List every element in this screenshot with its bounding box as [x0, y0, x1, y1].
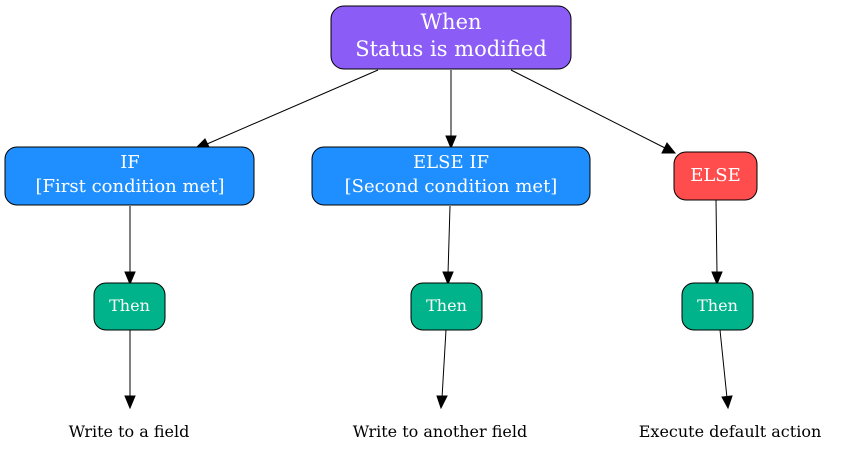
trigger-node[interactable]: When Status is modified — [330, 5, 572, 70]
if-node-box — [4, 146, 255, 206]
arrowhead-then-2-to-action-2 — [436, 395, 448, 410]
arrowhead-then-3-to-action-3 — [721, 395, 733, 410]
edge-trigger-to-if — [206, 69, 379, 145]
if-node[interactable]: IF [First condition met] — [4, 146, 255, 206]
action-2-label: Write to another field — [353, 422, 528, 441]
else-node[interactable]: ELSE — [673, 151, 758, 201]
else-node-label: ELSE — [690, 165, 741, 186]
else-node-box — [673, 151, 758, 201]
elseif-node-line2: [Second condition met] — [345, 176, 558, 197]
elseif-node-line1: ELSE IF — [413, 152, 489, 173]
then-node-3-box — [681, 282, 754, 331]
if-node-line2: [First condition met] — [36, 176, 225, 197]
trigger-node-box — [330, 5, 572, 70]
edge-elseif-to-then-2 — [447, 205, 451, 275]
arrowhead-else-to-then-3 — [711, 271, 723, 286]
arrowhead-elseif-to-then-2 — [442, 271, 454, 286]
arrowhead-trigger-to-else — [661, 142, 677, 154]
then-node-2-box — [410, 282, 483, 331]
then-node-1[interactable]: Then — [93, 282, 166, 331]
arrowhead-if-to-then-1 — [124, 271, 136, 286]
action-1-label: Write to a field — [69, 422, 190, 441]
edge-then-2-to-action-2 — [441, 329, 447, 399]
arrowhead-trigger-to-elseif — [445, 135, 457, 150]
edges — [124, 69, 733, 410]
if-node-line1: IF — [120, 152, 140, 173]
action-3-label: Execute default action — [639, 422, 822, 441]
edge-else-to-then-3 — [715, 199, 718, 275]
trigger-node-line1: When — [420, 10, 481, 34]
then-node-2-label: Then — [426, 296, 467, 315]
trigger-node-line2: Status is modified — [355, 37, 547, 61]
elseif-node-box — [311, 146, 591, 206]
then-node-1-label: Then — [109, 296, 150, 315]
edge-trigger-to-else — [510, 69, 666, 149]
then-node-3-label: Then — [697, 296, 738, 315]
then-node-3[interactable]: Then — [681, 282, 754, 331]
then-node-1-box — [93, 282, 166, 331]
arrowhead-then-1-to-action-1 — [124, 395, 136, 410]
then-node-2[interactable]: Then — [410, 282, 483, 331]
elseif-node[interactable]: ELSE IF [Second condition met] — [311, 146, 591, 206]
edge-then-3-to-action-3 — [719, 329, 728, 399]
